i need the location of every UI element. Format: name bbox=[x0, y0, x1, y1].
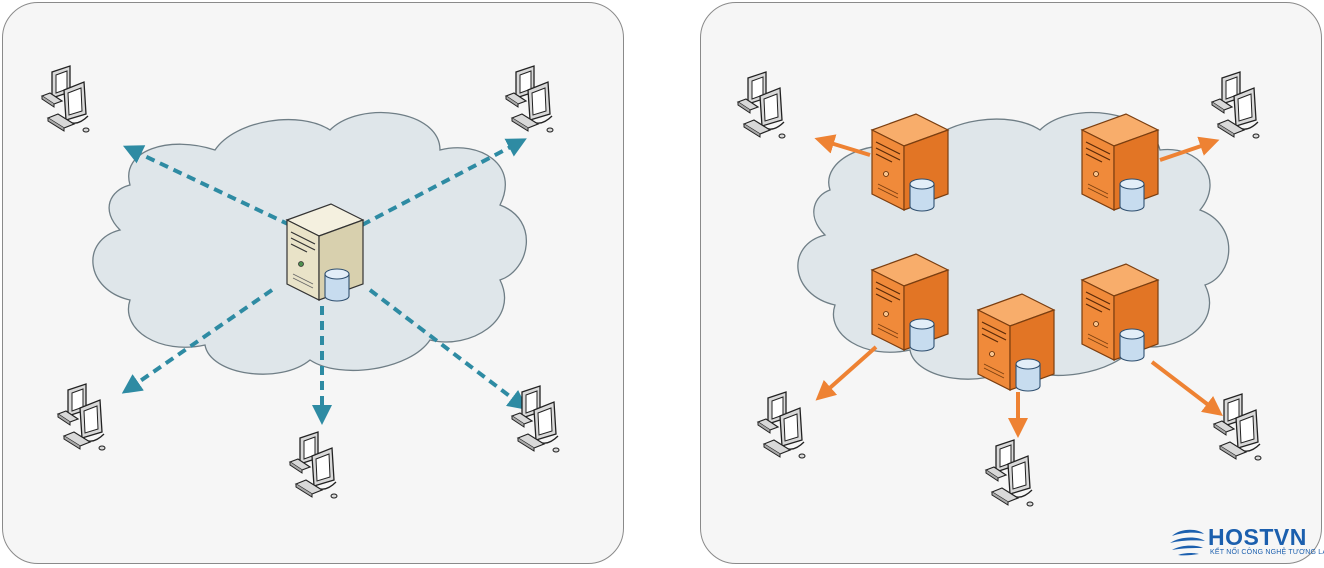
edge-server-icon bbox=[1081, 263, 1159, 362]
right-arrows bbox=[814, 134, 1223, 438]
arrow-to-client-bottom-right bbox=[368, 288, 528, 411]
computer-icon bbox=[1211, 71, 1260, 139]
edge-server-icon bbox=[871, 113, 949, 212]
edge-server-icon bbox=[1081, 113, 1159, 212]
arrow-to-client-top-right bbox=[1159, 136, 1220, 162]
central-server-icon bbox=[286, 203, 364, 302]
arrow-to-client-bottom-right bbox=[1150, 360, 1223, 417]
globe-swoosh-icon bbox=[1170, 529, 1205, 556]
logo-tagline: KẾT NỐI CÔNG NGHỆ TƯƠNG LAI bbox=[1210, 549, 1324, 556]
computer-icon bbox=[737, 71, 786, 139]
arrow-to-client-bottom-left bbox=[121, 288, 274, 394]
arrow-to-client-top-left bbox=[814, 134, 871, 157]
computer-icon bbox=[41, 65, 90, 133]
hostvn-logo: HOSTVN KẾT NỐI CÔNG NGHỆ TƯƠNG LAI bbox=[1168, 524, 1324, 560]
edge-server-icon bbox=[871, 253, 949, 352]
computer-icon bbox=[511, 385, 560, 453]
computer-icon bbox=[289, 431, 338, 499]
arrow-to-client-bottom-left bbox=[815, 345, 878, 401]
computer-icon bbox=[505, 65, 554, 133]
computer-icon bbox=[757, 391, 806, 459]
left-arrows bbox=[121, 138, 528, 425]
computer-icon bbox=[985, 439, 1034, 507]
logo-name: HOSTVN bbox=[1208, 524, 1307, 550]
edge-server-icon bbox=[977, 293, 1055, 392]
computer-icon bbox=[57, 383, 106, 451]
computer-icon bbox=[1213, 393, 1262, 461]
